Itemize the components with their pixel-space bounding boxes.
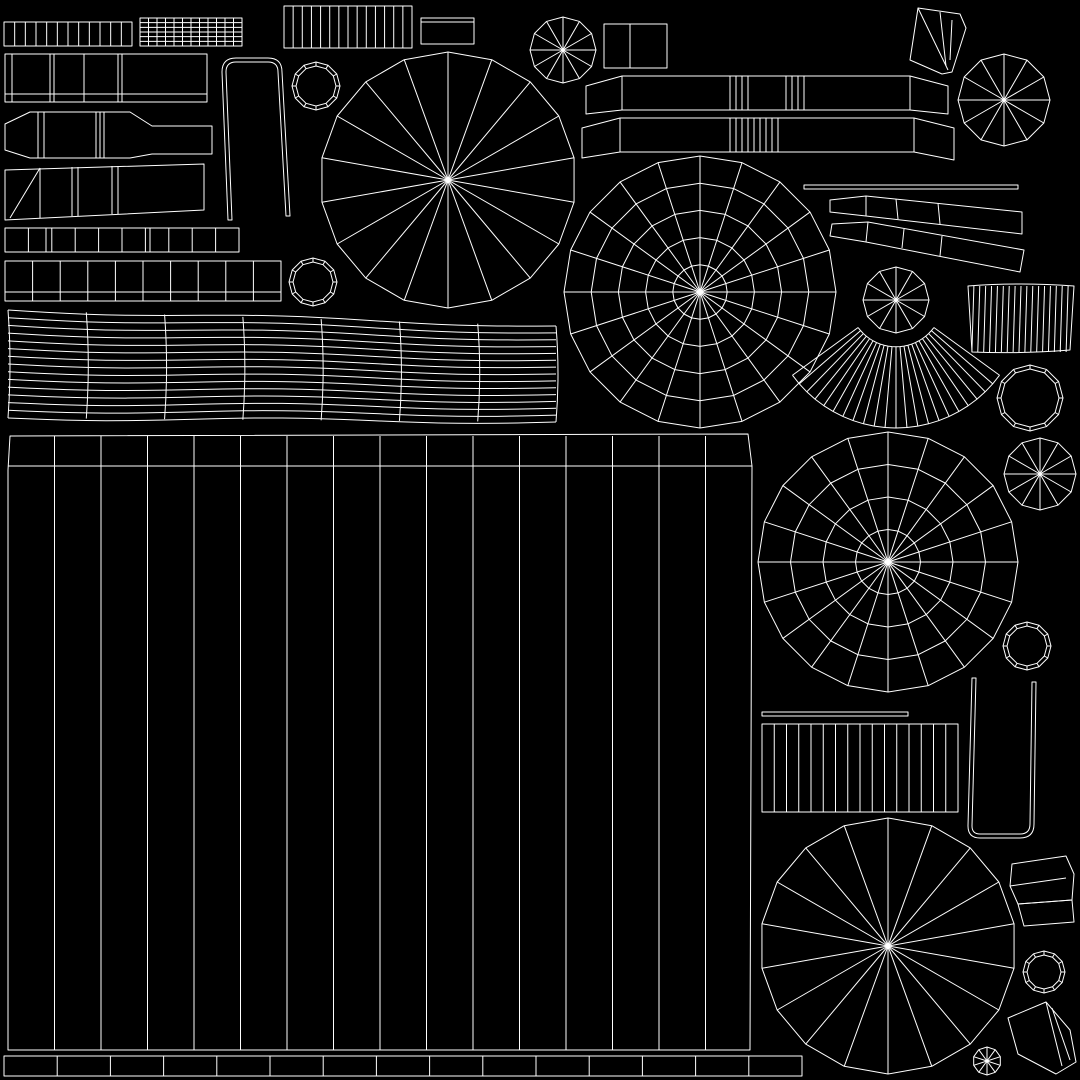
- uv-island-strip-left-4: [5, 261, 281, 301]
- uv-island-cube-top-right: [910, 8, 966, 74]
- uv-island-wheel-web-upper: [564, 156, 836, 428]
- uv-island-hook-right: [968, 678, 1036, 838]
- uv-island-curved-mesh: [8, 310, 558, 423]
- uv-island-wheel-small-top: [530, 17, 596, 83]
- uv-island-ring-5: [1023, 951, 1065, 993]
- uv-island-grid-right: [762, 724, 958, 812]
- uv-island-strip-top-left: [4, 22, 132, 46]
- uv-island-wheel-small-mid: [863, 267, 929, 333]
- uv-island-square-top: [604, 24, 667, 68]
- uv-island-strip-left-1: [5, 54, 207, 102]
- uv-island-strip-top: [284, 6, 412, 48]
- uv-island-rail-thin: [804, 185, 1018, 189]
- uv-island-bar-top-1: [586, 76, 948, 114]
- uv-island-strip-left-3: [5, 228, 239, 252]
- uv-island-rail-angled-1: [830, 196, 1022, 234]
- uv-island-mesh-grid-small: [140, 18, 242, 46]
- uv-island-wheel-big-lower: [762, 818, 1014, 1074]
- uv-island-block-small-top: [421, 18, 474, 44]
- uv-island-cube-bottom-right-2: [1008, 1002, 1076, 1074]
- uv-island-rail-angled-2: [830, 222, 1024, 272]
- uv-island-cube-bottom-right-1: [1010, 856, 1074, 926]
- uv-island-wheel-web-lower: [758, 432, 1018, 692]
- uv-island-ring-2: [289, 258, 337, 306]
- uv-island-wheel-small-bottom: [974, 1047, 1001, 1075]
- uv-island-ring-3: [997, 365, 1063, 431]
- uv-island-bar-top-2: [582, 118, 954, 160]
- uv-island-tapered-left: [5, 112, 212, 158]
- uv-wireframe: [4, 6, 1076, 1076]
- uv-island-ring-4: [1003, 622, 1051, 670]
- uv-island-large-panel: [8, 434, 752, 1050]
- uv-island-hook-left: [222, 58, 290, 220]
- uv-island-wheel-small-side: [1004, 438, 1076, 510]
- uv-island-ring-1: [292, 62, 340, 110]
- uv-island-fan: [792, 328, 999, 428]
- uv-island-rail-right-mid: [762, 712, 908, 716]
- uv-island-wheel-big-center: [322, 52, 574, 308]
- uv-island-curved-block-right: [968, 284, 1074, 353]
- uv-island-strip-left-2: [5, 164, 204, 220]
- uv-island-bottom-strip: [4, 1056, 802, 1076]
- uv-island-wheel-small-right: [958, 54, 1050, 146]
